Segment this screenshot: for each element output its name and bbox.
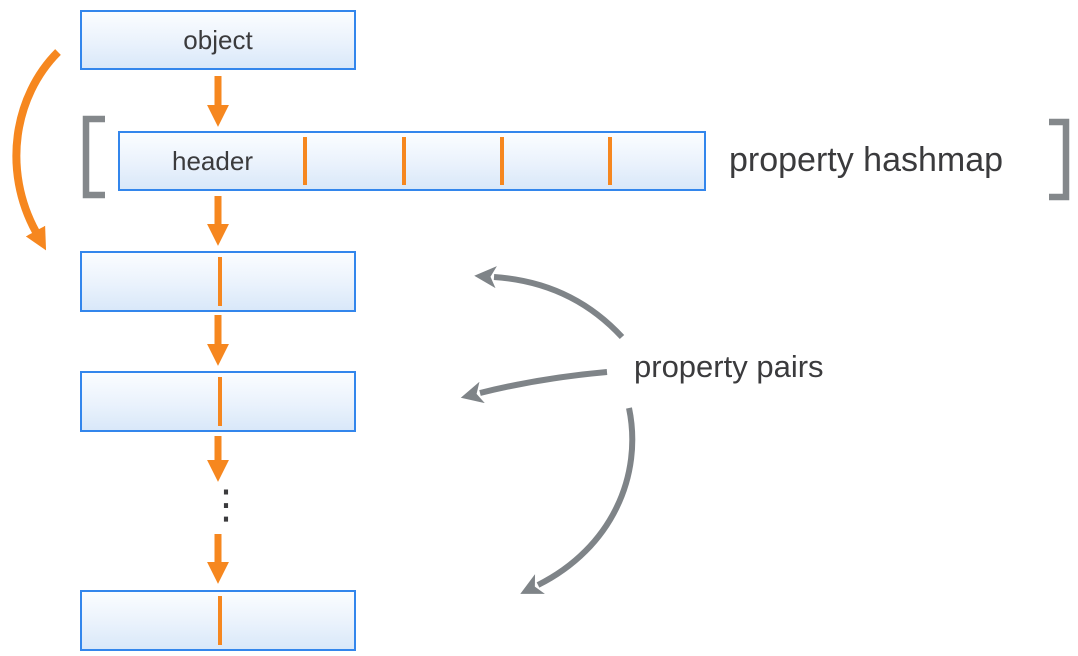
bracket-left bbox=[82, 115, 105, 199]
gray-arrow-to-pair3 bbox=[520, 407, 636, 594]
pair-divider bbox=[218, 596, 222, 645]
gray-arrow-to-pair2 bbox=[460, 369, 608, 404]
hashmap-cell-divider bbox=[500, 137, 504, 185]
property-pair-box-3 bbox=[80, 590, 356, 651]
vertical-ellipsis: ⋮ bbox=[206, 482, 246, 528]
gray-arrow-to-pair1 bbox=[474, 266, 625, 340]
hashmap-cell-divider bbox=[402, 137, 406, 185]
object-box: object bbox=[80, 10, 356, 70]
hashmap-header-label: header bbox=[172, 145, 253, 176]
pair-divider bbox=[218, 377, 222, 426]
bracket-right bbox=[1049, 118, 1070, 201]
hashmap-caption: property hashmap bbox=[729, 141, 1004, 179]
hashmap-header-box: header bbox=[118, 131, 706, 191]
curved-arrow-object-to-pair1 bbox=[12, 49, 61, 251]
property-pair-box-2 bbox=[80, 371, 356, 432]
hashmap-cell-divider bbox=[608, 137, 612, 185]
pair-divider bbox=[218, 257, 222, 306]
object-box-label: object bbox=[183, 24, 253, 55]
hashmap-cell-divider bbox=[303, 137, 307, 185]
pairs-caption: property pairs bbox=[634, 349, 824, 384]
property-pair-box-1 bbox=[80, 251, 356, 312]
